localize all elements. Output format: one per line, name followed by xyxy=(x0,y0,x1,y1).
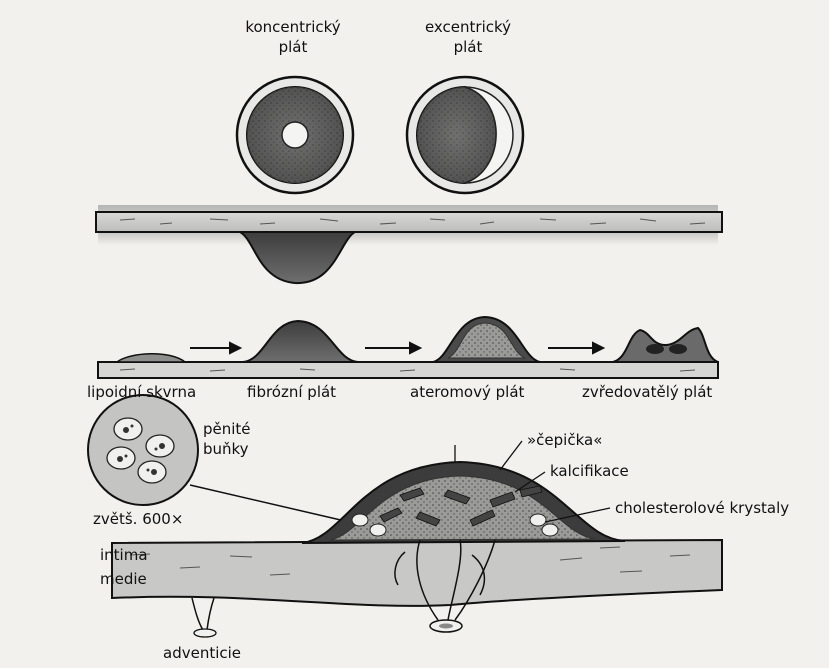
fibrous-plaque-label: fibrózní plát xyxy=(247,383,336,402)
progression-row xyxy=(98,317,718,378)
intima-label: intima xyxy=(100,546,148,565)
concentric-label-line2: plát xyxy=(228,38,358,57)
cap-label: »čepička« xyxy=(527,431,602,450)
foam-cells-label-line2: buňky xyxy=(203,440,249,459)
progression-arrows xyxy=(190,343,603,353)
adventitia-label: adventicie xyxy=(163,644,241,663)
eccentric-plaque-cross-section xyxy=(407,77,523,193)
concentric-label-line1: koncentrický xyxy=(228,18,358,37)
atheroma-plaque-label: ateromový plát xyxy=(410,383,524,402)
fibrous-plaque-shape xyxy=(243,321,358,362)
calcification-label: kalcifikace xyxy=(550,462,629,481)
cholesterol-crystals-label: cholesterolové krystaly xyxy=(615,499,789,518)
lipid-streak-shape xyxy=(117,354,185,362)
foam-cells-label-line1: pěnité xyxy=(203,420,251,439)
ulcerated-plaque-label: zvředovatělý plát xyxy=(582,383,712,402)
eccentric-label-line2: plát xyxy=(408,38,528,57)
lipid-streak-label: lipoidní skvrna xyxy=(87,383,196,402)
ulcerated-plaque-shape xyxy=(613,328,718,362)
magnification-label: zvětš. 600× xyxy=(93,510,183,529)
longitudinal-vessel-section xyxy=(96,205,722,283)
eccentric-label-line1: excentrický xyxy=(408,18,528,37)
concentric-plaque-cross-section xyxy=(237,77,353,193)
large-atheroma-section xyxy=(112,441,722,637)
media-label: medie xyxy=(100,570,147,589)
